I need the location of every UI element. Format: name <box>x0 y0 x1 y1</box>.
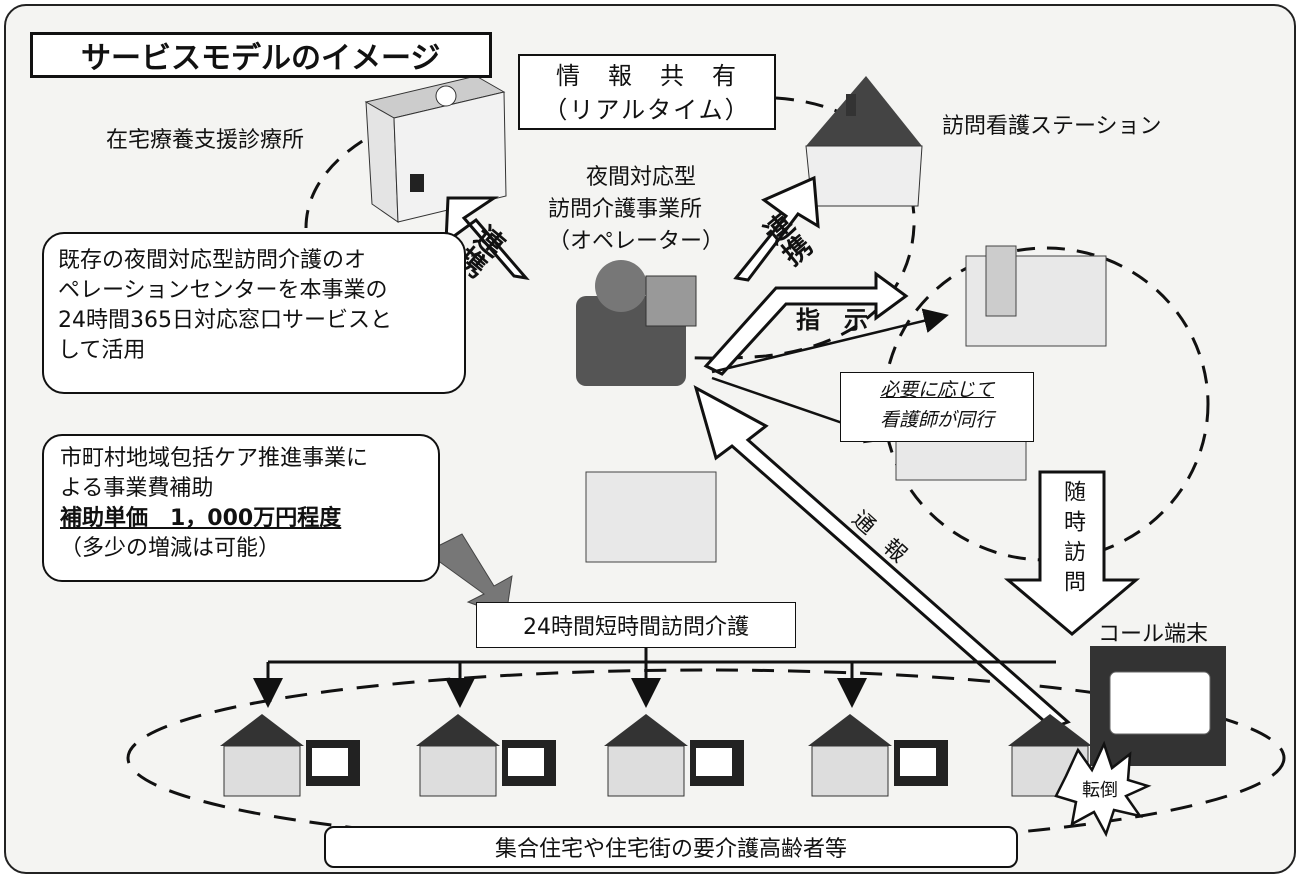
call-terminal-icon <box>1090 646 1226 766</box>
callout-existing-line2: ペレーションセンターを本事業の <box>58 278 388 303</box>
nurse-note-line1: 必要に応じて <box>879 379 994 401</box>
nurse-visit-icon <box>965 245 1107 347</box>
residents-box: 集合住宅や住宅街の要介護高齢者等 <box>324 826 1018 868</box>
house-icon-3 <box>604 714 744 797</box>
call-terminal-label: コール端末 <box>1098 622 1209 647</box>
callout-subsidy-line2: よる事業費補助 <box>60 476 214 501</box>
house-icon-4 <box>808 714 948 797</box>
operator-line3: （オペレーター） <box>548 229 725 254</box>
callout-subsidy-line1: 市町村地域包括ケア推進事業に <box>60 446 369 471</box>
diagram-title: サービスモデルのイメージ <box>30 32 492 78</box>
service-box: 24時間短時間訪問介護 <box>476 602 796 648</box>
callout-existing-line1: 既存の夜間対応型訪問介護のオ <box>58 248 367 273</box>
callout-existing-operation: 既存の夜間対応型訪問介護のオ ペレーションセンターを本事業の 24時間365日対… <box>42 232 466 394</box>
callout-subsidy-amount: 補助単価 1，000万円程度 <box>60 506 342 531</box>
zuiji-houmon-label: 随時訪問 <box>1060 480 1085 600</box>
clinic-building-icon <box>364 75 507 223</box>
house-icon-2 <box>416 714 556 797</box>
renkei-left-arrow <box>444 196 530 281</box>
renkei-right-arrow <box>733 175 820 282</box>
station-label: 訪問看護ステーション <box>942 114 1162 139</box>
house-icon-1 <box>220 714 360 797</box>
info-share-box: 情 報 共 有 （リアルタイム） <box>518 54 776 130</box>
shiji-label: 指 示 <box>796 306 868 334</box>
shiji-arrow <box>703 271 909 376</box>
clinic-label: 在宅療養支援診療所 <box>106 128 305 153</box>
info-share-line1: 情 報 共 有 <box>556 62 738 90</box>
fall-starburst <box>1054 740 1152 838</box>
operator-line1: 夜間対応型 <box>585 165 696 190</box>
diagram-frame: サービスモデルのイメージ 情 報 共 有 （リアルタイム） 在宅療養支援診療所 … <box>4 4 1296 874</box>
callout-subsidy-line4: （多少の増減は可能） <box>60 536 281 561</box>
callout-existing-line4: して活用 <box>58 338 146 363</box>
zuiji-houmon-arrow <box>1003 470 1141 636</box>
callout-existing-line3: 24時間365日対応窓口サービスと <box>58 308 392 333</box>
fall-label: 転倒 <box>1082 780 1118 801</box>
subsidy-arrow <box>425 533 513 617</box>
operator-label: 夜間対応型 <box>576 162 706 194</box>
distribution-lines <box>253 646 1056 708</box>
elderly-couple-center-icon <box>585 471 717 563</box>
nurse-note-line2: 看護師が同行 <box>879 409 994 431</box>
tsuho-arrow <box>693 384 1071 730</box>
nurse-accompany-note: 必要に応じて 看護師が同行 <box>840 372 1034 442</box>
arrow-to-nurse <box>711 308 949 374</box>
callout-subsidy: 市町村地域包括ケア推進事業に よる事業費補助 補助単価 1，000万円程度 （多… <box>42 434 440 582</box>
station-house-icon <box>805 76 923 207</box>
info-share-line2: （リアルタイム） <box>543 96 751 124</box>
operator-icon <box>576 260 697 386</box>
operator-label-2: 訪問介護事業所 （オペレーター） <box>548 194 724 258</box>
operator-line2: 訪問介護事業所 <box>548 197 703 222</box>
